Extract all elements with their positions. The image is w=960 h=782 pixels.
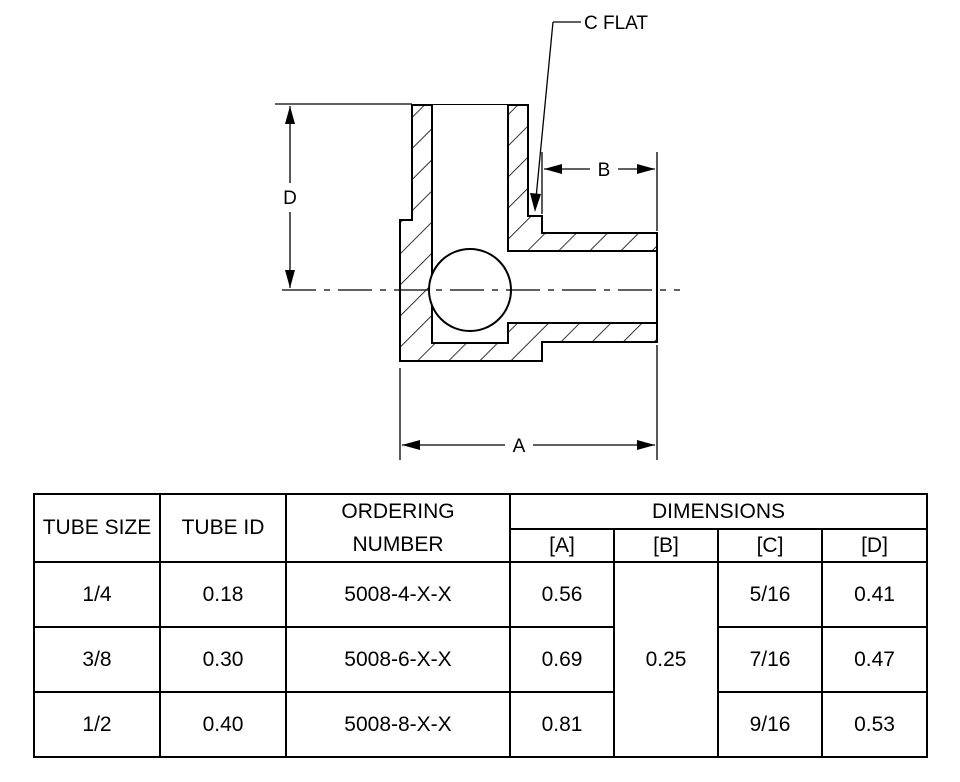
cell-tube-size: 1/2: [33, 691, 161, 758]
table-row: 1/4 0.18 5008-4-X-X 0.56 0.25 5/16 0.41: [33, 561, 929, 758]
cell-tube-id: 0.40: [159, 691, 287, 758]
dimensions-table: TUBE SIZE TUBE ID ORDERING NUMBER DIMENS…: [33, 492, 929, 758]
cell-dim-c: 5/16: [717, 561, 823, 628]
cell-ordering-number: 5008-6-X-X: [285, 626, 511, 693]
cell-dim-d: 0.47: [820, 626, 929, 693]
dimension-b: [541, 152, 658, 231]
cell-dim-c: 7/16: [717, 626, 823, 693]
header-ordering-number: ORDERING NUMBER: [285, 493, 511, 563]
header-tube-size: TUBE SIZE: [33, 493, 161, 563]
header-ordering-line1: ORDERING: [341, 500, 455, 523]
cell-ordering-number: 5008-8-X-X: [285, 691, 511, 758]
cell-dim-d: 0.41: [820, 561, 929, 628]
cell-dim-a: 0.69: [509, 626, 615, 693]
header-dimensions: DIMENSIONS: [508, 492, 929, 531]
cell-tube-id: 0.30: [159, 626, 287, 693]
cell-dim-c: 9/16: [717, 691, 823, 758]
cell-tube-size: 1/4: [33, 561, 161, 628]
header-dim-b: [B]: [613, 528, 719, 563]
header-dim-d: [D]: [820, 528, 929, 563]
cell-dim-d: 0.53: [820, 691, 929, 758]
header-dim-a: [A]: [509, 528, 615, 563]
header-tube-id: TUBE ID: [159, 493, 287, 563]
cell-dim-b: 0.25: [613, 561, 719, 758]
table-row: 1/2 0.40 5008-8-X-X 0.81 9/16 0.53: [33, 691, 929, 758]
cell-ordering-number: 5008-4-X-X: [285, 561, 511, 628]
header-dim-c: [C]: [717, 528, 823, 563]
cell-dim-a: 0.81: [509, 691, 615, 758]
c-flat-leader: [530, 21, 581, 212]
header-ordering-line2: NUMBER: [352, 533, 444, 556]
elbow-fitting-drawing: D A B C FLAT: [275, 13, 680, 460]
label-a: A: [513, 436, 526, 457]
label-b: B: [598, 160, 611, 181]
dimension-d: [275, 103, 412, 288]
cell-tube-size: 3/8: [33, 626, 161, 693]
dimension-a: [399, 345, 658, 460]
table-row: 3/8 0.30 5008-6-X-X 0.69 7/16 0.47: [33, 626, 929, 693]
cell-tube-id: 0.18: [159, 561, 287, 628]
label-c-flat: C FLAT: [584, 13, 648, 34]
cell-dim-a: 0.56: [509, 561, 615, 628]
label-d: D: [283, 188, 297, 209]
